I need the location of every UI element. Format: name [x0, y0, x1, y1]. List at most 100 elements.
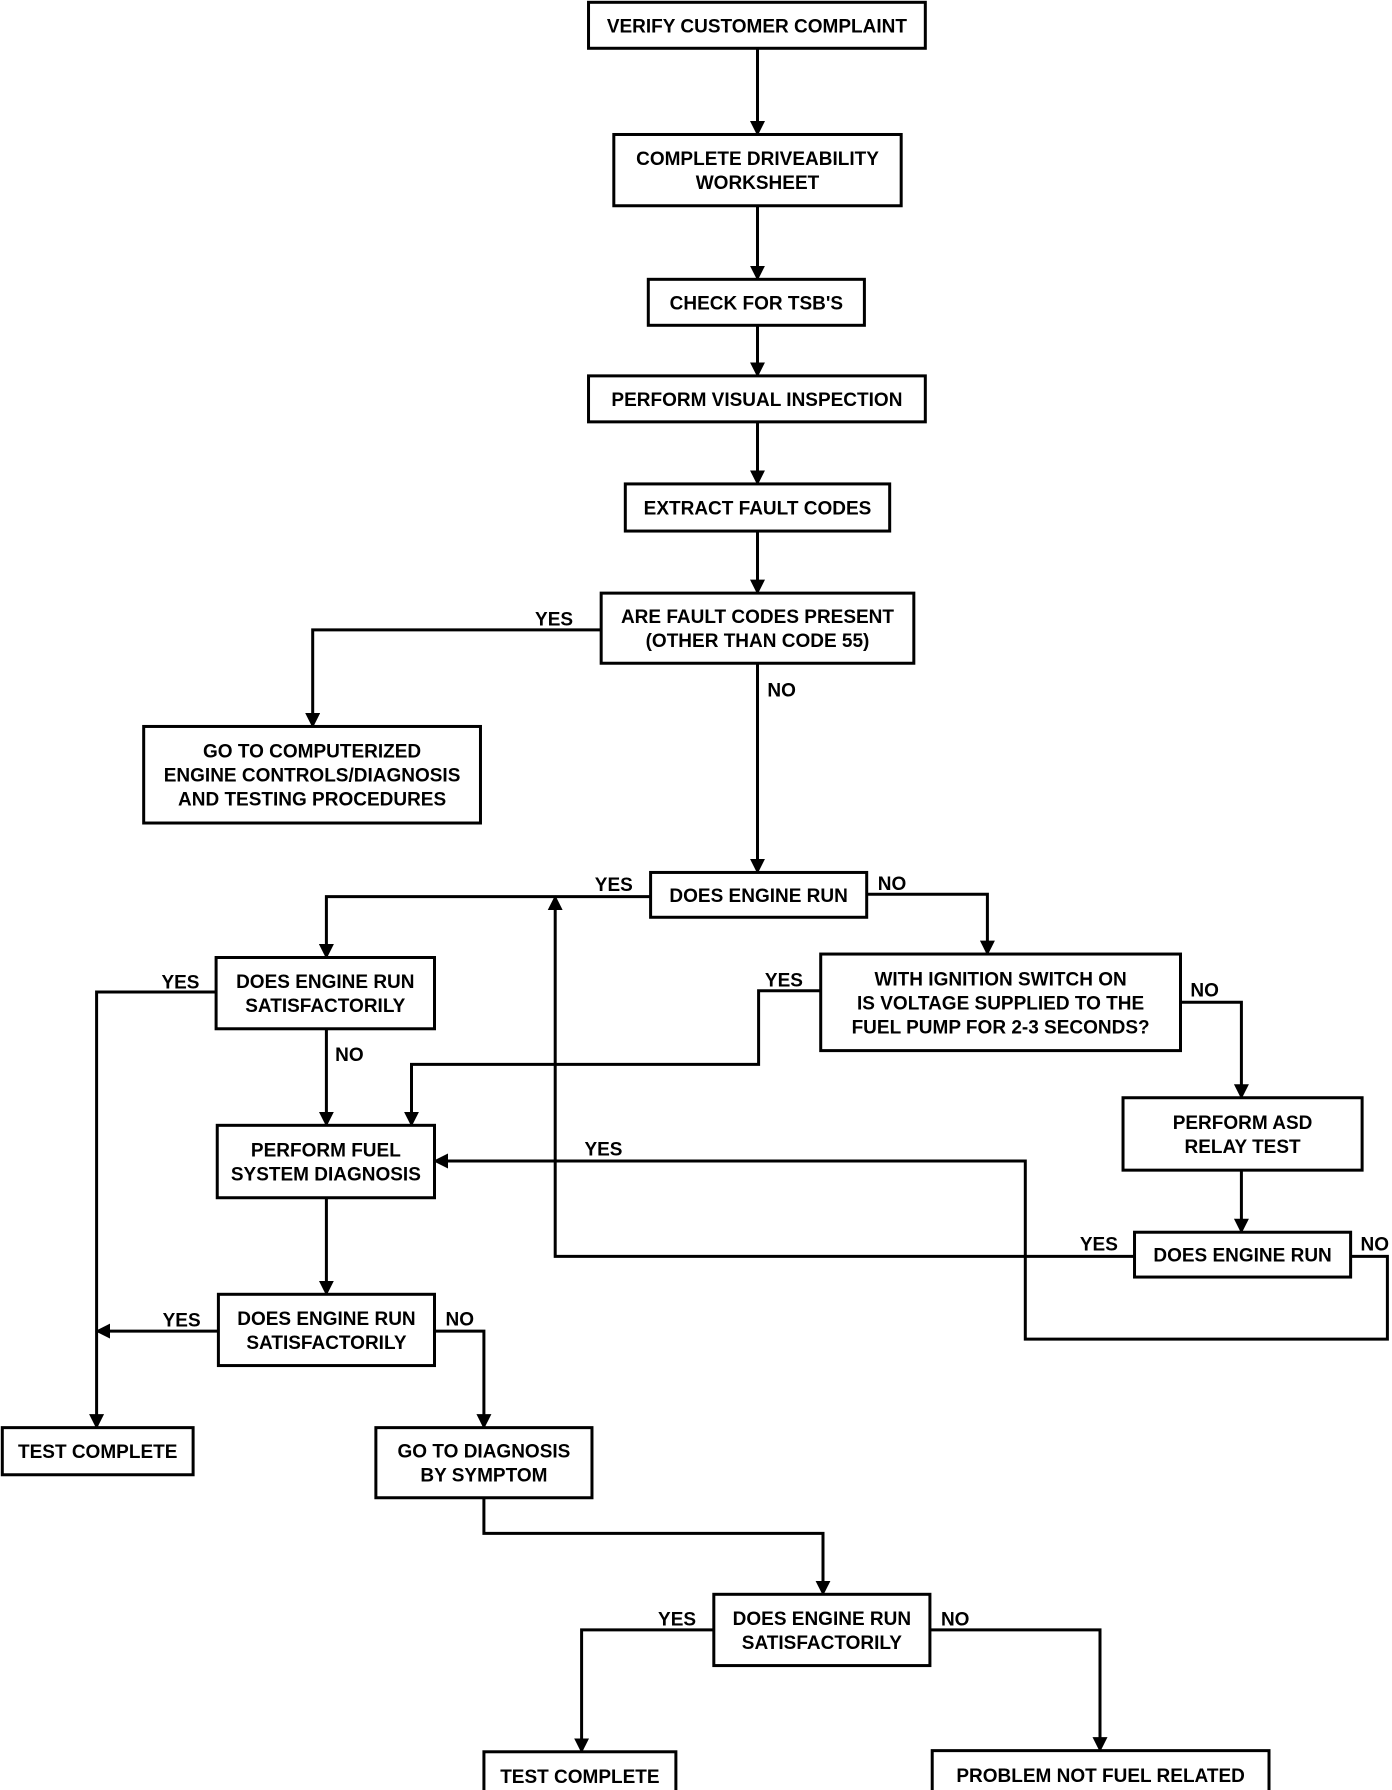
edge-label-yes: YES	[161, 973, 199, 994]
node-complete2: TEST COMPLETE	[482, 1750, 678, 1790]
node-box-visual	[587, 374, 927, 424]
node-text-complete2: TEST COMPLETE	[500, 1767, 659, 1788]
node-box-fuel	[215, 1123, 436, 1200]
node-run2: DOES ENGINE RUN	[1133, 1230, 1353, 1279]
node-tsb: CHECK FOR TSB'S	[646, 277, 866, 327]
edge-label-no: NO	[941, 1609, 970, 1630]
node-box-sat3	[712, 1592, 932, 1668]
node-text-fuel: PERFORM FUEL	[251, 1141, 401, 1162]
node-text-extract: EXTRACT FAULT CODES	[644, 498, 872, 519]
connector-voltage-to-fuel	[404, 989, 821, 1127]
connector-voltage-to-asd	[1180, 1000, 1249, 1100]
edge-label-no: NO	[446, 1309, 475, 1330]
node-box-run1	[649, 870, 869, 919]
edge-label-no: NO	[878, 874, 907, 895]
node-sat2: DOES ENGINE RUN SATISFACTORILY	[216, 1292, 436, 1368]
edge-label-no: NO	[1361, 1235, 1390, 1256]
node-box-complete1	[0, 1426, 195, 1477]
node-text-symptom: BY SYMPTOM	[420, 1466, 547, 1487]
node-fuel: PERFORM FUEL SYSTEM DIAGNOSIS	[215, 1123, 436, 1200]
node-sat1: DOES ENGINE RUN SATISFACTORILY	[214, 956, 436, 1031]
node-text-symptom: GO TO DIAGNOSIS	[398, 1442, 571, 1463]
node-box-codes	[599, 591, 916, 665]
node-box-tsb	[646, 277, 866, 327]
edge-label-no: NO	[1190, 981, 1219, 1002]
edge-label-no: NO	[335, 1045, 364, 1066]
node-box-symptom	[374, 1426, 594, 1500]
node-text-computerized: GO TO COMPUTERIZED	[203, 742, 421, 763]
connector-sat1-to-complete1	[89, 990, 217, 1430]
node-text-asd: RELAY TEST	[1184, 1137, 1301, 1158]
node-complete1: TEST COMPLETE	[0, 1426, 195, 1477]
edge-label-yes: YES	[1080, 1235, 1118, 1256]
node-box-voltage	[819, 952, 1182, 1053]
node-verify: VERIFY CUSTOMER COMPLAINT	[587, 0, 927, 50]
node-text-sat3: SATISFACTORILY	[742, 1633, 902, 1654]
edge-label-yes: YES	[595, 875, 633, 896]
connector-run1-to-sat1	[318, 895, 651, 959]
edge-label-no: NO	[767, 681, 796, 702]
node-text-fuel: SYSTEM DIAGNOSIS	[231, 1165, 421, 1186]
node-text-sat2: SATISFACTORILY	[246, 1333, 406, 1354]
node-codes: ARE FAULT CODES PRESENT (OTHER THAN CODE …	[599, 591, 916, 665]
node-text-codes: ARE FAULT CODES PRESENT	[621, 607, 894, 628]
connector-sat3-to-notfuel	[929, 1628, 1108, 1753]
node-text-voltage: FUEL PUMP FOR 2-3 SECONDS?	[852, 1017, 1150, 1038]
node-text-sat2: DOES ENGINE RUN	[237, 1309, 415, 1330]
node-worksheet: COMPLETE DRIVEABILITY WORKSHEET	[612, 132, 903, 208]
node-box-sat1	[214, 956, 436, 1031]
node-text-complete1: TEST COMPLETE	[18, 1442, 177, 1463]
node-asd: PERFORM ASD RELAY TEST	[1121, 1096, 1364, 1172]
connector-sat2-to-symptom	[434, 1329, 492, 1430]
edge-label-yes: YES	[163, 1311, 201, 1332]
connector-symptom-to-sat3	[482, 1497, 831, 1596]
edges	[89, 48, 1389, 1754]
node-box-notfuel	[930, 1749, 1271, 1790]
node-box-extract	[623, 482, 892, 533]
node-text-tsb: CHECK FOR TSB'S	[670, 293, 843, 314]
nodes: VERIFY CUSTOMER COMPLAINT COMPLETE DRIVEA…	[0, 0, 1364, 1790]
node-text-worksheet: WORKSHEET	[696, 173, 820, 194]
node-text-voltage: WITH IGNITION SWITCH ON	[874, 969, 1126, 990]
node-visual: PERFORM VISUAL INSPECTION	[587, 374, 927, 424]
node-text-codes: (OTHER THAN CODE 55)	[646, 631, 870, 652]
connector-run2-to-fuel	[433, 1153, 1389, 1341]
node-text-computerized: AND TESTING PROCEDURES	[178, 790, 446, 811]
node-text-voltage: IS VOLTAGE SUPPLIED TO THE	[857, 993, 1144, 1014]
node-text-asd: PERFORM ASD	[1173, 1113, 1313, 1134]
node-run1: DOES ENGINE RUN	[649, 870, 869, 919]
node-text-sat3: DOES ENGINE RUN	[733, 1609, 911, 1630]
node-computerized: GO TO COMPUTERIZED ENGINE CONTROLS/DIAGNO…	[142, 724, 482, 825]
node-voltage: WITH IGNITION SWITCH ON IS VOLTAGE SUPPLI…	[819, 952, 1182, 1053]
node-text-sat1: DOES ENGINE RUN	[236, 972, 414, 993]
edge-label-yes: YES	[658, 1609, 696, 1630]
node-box-complete2	[482, 1750, 678, 1790]
edge-labels: YES NO YES NO YES NO YES NO YES NO YES NO YES NO YES	[161, 609, 1389, 1630]
edge-label-yes: YES	[535, 609, 573, 630]
connector-run2-to-run1	[547, 895, 1135, 1258]
node-text-notfuel: PROBLEM NOT FUEL RELATED	[956, 1766, 1245, 1787]
node-notfuel: PROBLEM NOT FUEL RELATED	[930, 1749, 1271, 1790]
node-extract: EXTRACT FAULT CODES	[623, 482, 892, 533]
node-box-run2	[1133, 1230, 1353, 1279]
node-text-computerized: ENGINE CONTROLS/DIAGNOSIS	[164, 766, 461, 787]
node-box-computerized	[142, 724, 482, 825]
node-sat3: DOES ENGINE RUN SATISFACTORILY	[712, 1592, 932, 1668]
connector-codes-to-computerized	[305, 628, 602, 728]
node-symptom: GO TO DIAGNOSIS BY SYMPTOM	[374, 1426, 594, 1500]
node-box-asd	[1121, 1096, 1364, 1172]
edge-label-yes: YES	[765, 970, 803, 991]
connector-sat3-to-complete2	[574, 1628, 714, 1754]
node-box-sat2	[216, 1292, 436, 1368]
node-box-verify	[587, 0, 927, 50]
connector-run1-to-voltage	[866, 892, 995, 956]
node-text-visual: PERFORM VISUAL INSPECTION	[611, 390, 902, 411]
node-text-run2: DOES ENGINE RUN	[1153, 1246, 1331, 1267]
node-text-sat1: SATISFACTORILY	[245, 996, 405, 1017]
node-text-worksheet: COMPLETE DRIVEABILITY	[636, 149, 879, 170]
node-text-verify: VERIFY CUSTOMER COMPLAINT	[607, 16, 908, 37]
edge-label-yes: YES	[584, 1139, 622, 1160]
node-box-worksheet	[612, 132, 903, 208]
node-text-run1: DOES ENGINE RUN	[669, 886, 847, 907]
